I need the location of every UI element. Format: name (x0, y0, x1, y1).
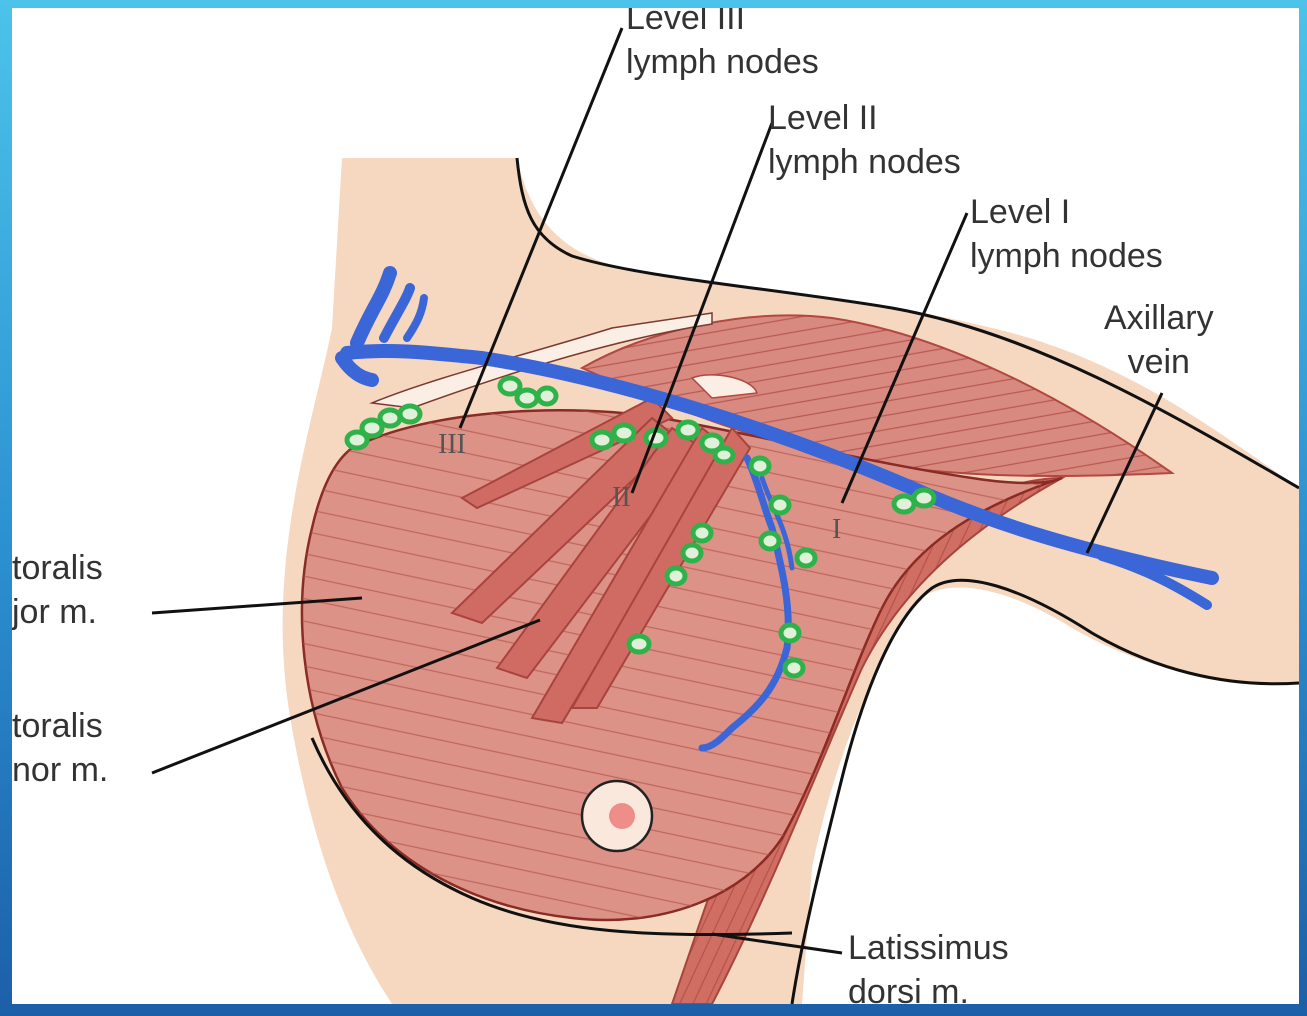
label-latissimus-dorsi: Latissimus dorsi m. (848, 926, 1009, 1004)
label-level-1-lymph-nodes: Level I lymph nodes (970, 190, 1163, 278)
axillary-anatomy-illustration: III II I (12, 8, 1299, 1004)
label-pectoralis-minor: toralis nor m. (12, 704, 108, 792)
label-pectoralis-major: toralis jor m. (12, 546, 103, 634)
label-axillary-vein: Axillary vein (1104, 296, 1214, 384)
diagram-frame: III II I Level III lymph nodes Level II … (12, 8, 1299, 1004)
level-1-marker: I (832, 514, 841, 545)
label-level-2-lymph-nodes: Level II lymph nodes (768, 96, 961, 184)
label-level-3-lymph-nodes: Level III lymph nodes (626, 8, 819, 84)
nipple (582, 781, 652, 851)
level-3-marker: III (438, 429, 466, 460)
level-2-marker: II (612, 482, 631, 513)
